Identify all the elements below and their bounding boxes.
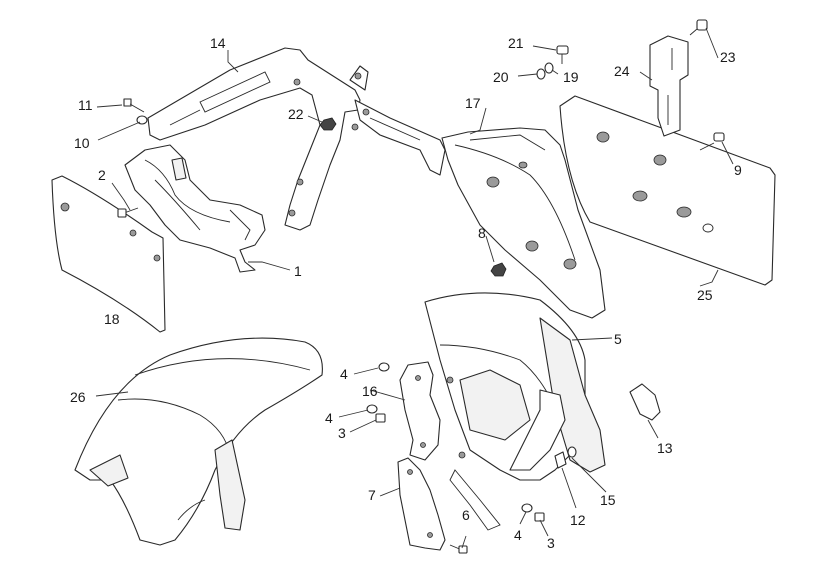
callout-8: 8 — [478, 225, 486, 241]
part-4-washer-bottom — [521, 503, 533, 513]
callout-26: 26 — [70, 389, 86, 405]
callout-10: 10 — [74, 135, 90, 151]
part-23-screw — [689, 19, 708, 36]
part-22-nut — [319, 117, 337, 131]
part-26-front-mudguard — [74, 337, 323, 546]
part-19-washer — [544, 62, 554, 74]
part-13-reflector — [629, 383, 661, 421]
callout-22: 22 — [288, 106, 304, 122]
callout-20: 20 — [493, 69, 509, 85]
callout-4: 4 — [340, 366, 348, 382]
callout-5: 5 — [614, 331, 622, 347]
part-21-screw — [556, 45, 569, 64]
callout-13: 13 — [657, 440, 673, 456]
part-12-clip — [554, 451, 567, 469]
callout-1: 1 — [294, 263, 302, 279]
callout-9: 9 — [734, 162, 742, 178]
part-24-bracket — [649, 35, 689, 137]
callout-labels: 1 2 3 3 4 4 4 5 6 7 8 9 10 11 12 13 14 1… — [70, 35, 742, 551]
callout-16: 16 — [362, 383, 378, 399]
part-6-screw — [449, 544, 468, 554]
part-5-front-fender-cover — [424, 292, 606, 531]
callout-2: 2 — [98, 167, 106, 183]
part-14-rear-bracket — [147, 47, 446, 231]
callout-12: 12 — [570, 512, 586, 528]
callout-17: 17 — [465, 95, 481, 111]
part-2-screw — [117, 207, 139, 218]
callout-7: 7 — [368, 487, 376, 503]
callout-25: 25 — [697, 287, 713, 303]
callout-6: 6 — [462, 507, 470, 523]
part-16-bracket — [399, 361, 441, 461]
callout-4: 4 — [325, 410, 333, 426]
part-4-washer-mid — [366, 404, 378, 414]
part-17-tail-cover — [441, 127, 606, 319]
callout-24: 24 — [614, 63, 630, 79]
callout-23: 23 — [720, 49, 736, 65]
part-9-screw — [699, 132, 725, 151]
part-15-grommet — [567, 446, 577, 458]
part-18-mud-flap — [51, 175, 166, 333]
callout-18: 18 — [104, 311, 120, 327]
part-1-inner-fender — [124, 144, 266, 273]
leader-lines — [95, 27, 734, 549]
part-25-plate — [559, 95, 776, 286]
callout-14: 14 — [210, 35, 226, 51]
part-8-nut — [490, 262, 507, 277]
callout-21: 21 — [508, 35, 524, 51]
callout-3: 3 — [547, 535, 555, 551]
part-3-bolt-bottom — [534, 512, 545, 522]
part-3-bolt-mid — [375, 413, 386, 423]
callout-15: 15 — [600, 492, 616, 508]
part-11-bolt — [123, 98, 145, 113]
callout-11: 11 — [78, 97, 93, 113]
part-20-washer — [536, 68, 546, 80]
part-7-fork-guard — [397, 457, 446, 551]
callout-3: 3 — [338, 425, 346, 441]
callout-4: 4 — [514, 527, 522, 543]
part-4-washer-upper — [378, 362, 390, 372]
callout-19: 19 — [563, 69, 579, 85]
